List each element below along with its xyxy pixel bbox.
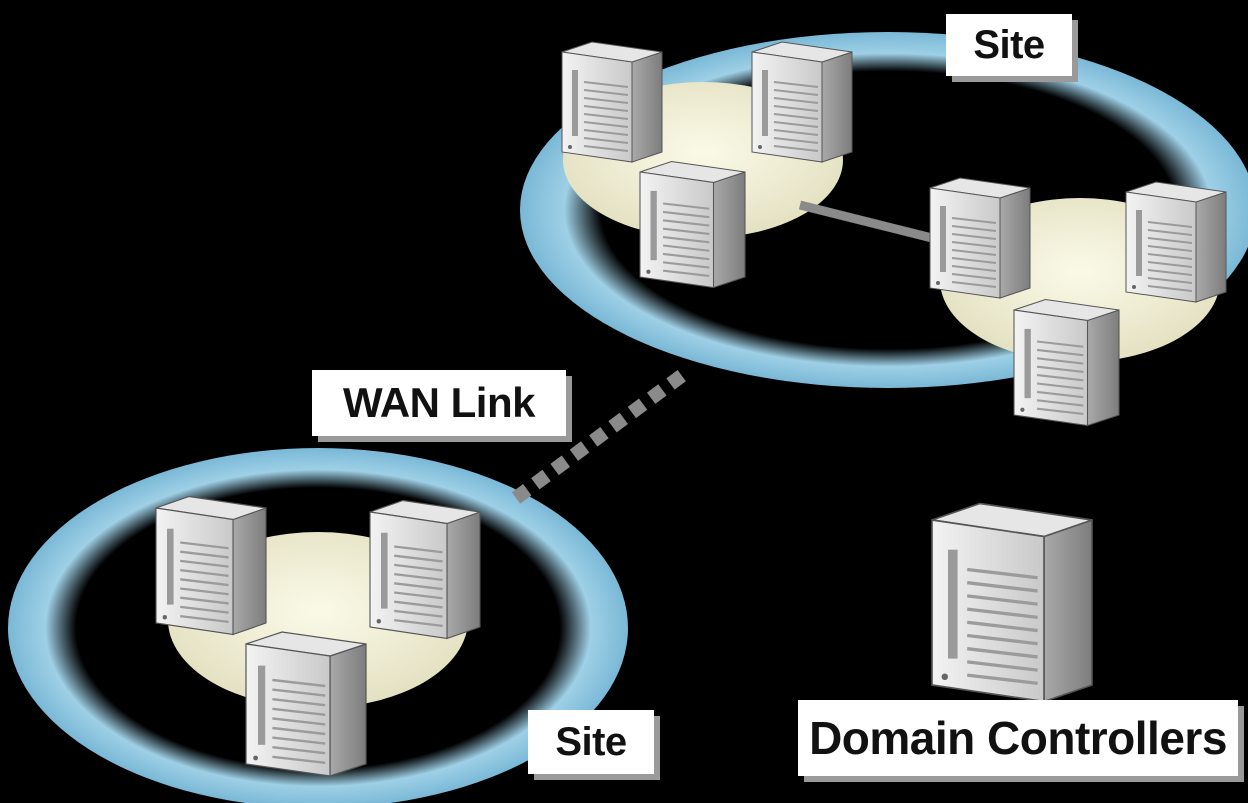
server-icon <box>930 501 1094 704</box>
server-icon <box>1012 298 1121 427</box>
server-icon <box>244 630 368 778</box>
lan-link <box>798 200 942 245</box>
wan-link-label: WAN Link <box>312 370 566 436</box>
server-icon <box>751 41 853 163</box>
server-icon <box>368 499 482 640</box>
site-label-top: Site <box>946 14 1072 76</box>
domain-controllers-label: Domain Controllers <box>798 700 1238 776</box>
server-icon <box>638 160 747 289</box>
server-icon <box>929 177 1031 299</box>
wan-link-line <box>511 368 689 504</box>
site-label-bottom: Site <box>528 710 654 774</box>
server-icon <box>1125 181 1227 303</box>
server-icon <box>561 41 663 163</box>
server-icon <box>154 495 268 636</box>
